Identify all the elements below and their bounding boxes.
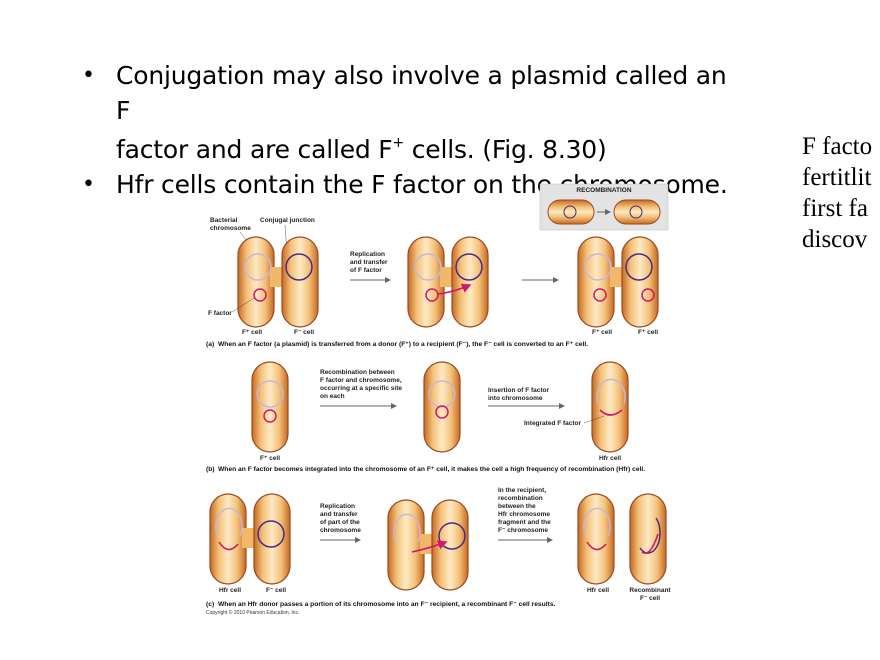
label-f-factor: F factor <box>208 310 232 317</box>
label-recipient-6: F⁻ chromosome <box>498 527 548 534</box>
recombination-inset: RECOMBINATION <box>539 183 669 231</box>
label-integrated-f-factor: Integrated F factor <box>524 420 582 427</box>
label-insertion-2: into chromosome <box>488 395 543 402</box>
label-recipient-3: between the <box>498 503 536 510</box>
label-replication-3: of F factor <box>350 267 382 274</box>
label-f-plus-cell: F⁺ cell <box>260 455 280 462</box>
label-recombination-3: occurring at a specific site <box>320 385 402 392</box>
label-replication-4: chromosome <box>320 527 361 534</box>
bullet-dot: • <box>82 63 95 88</box>
label-replication-2: and transfer <box>350 259 388 266</box>
label-recombinant-2: F⁻ cell <box>640 595 660 602</box>
cell-f-minus <box>281 236 319 328</box>
side-text-line: first fa <box>802 195 868 222</box>
label-f-minus-cell: F⁻ cell <box>294 329 314 336</box>
label-recipient-5: fragment and the <box>498 519 551 526</box>
label-conjugal-junction: Conjugal junction <box>260 217 315 224</box>
bullet-item-conjugation: • Conjugation may also involve a plasmid… <box>78 58 738 167</box>
label-hfr-cell: Hfr cell <box>587 587 609 594</box>
caption-letter-c: (c) <box>206 601 214 608</box>
caption-letter-a: (a) <box>206 341 214 348</box>
label-f-minus-cell: F⁻ cell <box>266 587 286 594</box>
label-recipient-4: Hfr chromosome <box>498 511 550 518</box>
side-text-line: fertitlit <box>802 164 872 191</box>
label-replication: Replication <box>320 503 355 510</box>
label-hfr-cell: Hfr cell <box>599 455 621 462</box>
copyright-text: Copyright © 2010 Pearson Education, Inc. <box>206 609 299 616</box>
caption-b: When an F factor becomes integrated into… <box>218 466 645 473</box>
label-recipient: In the recipient, <box>498 487 546 494</box>
label-recombination-4: on each <box>320 393 345 400</box>
label-bacterial-chromosome: Bacterial <box>210 217 238 224</box>
label-recombination: Recombination between <box>320 369 395 376</box>
label-replication: Replication <box>350 251 385 258</box>
bullet-text-line1: Conjugation may also involve a plasmid c… <box>116 61 727 125</box>
bullet-list: • Conjugation may also involve a plasmid… <box>78 58 738 202</box>
bullet-dot: • <box>82 172 95 198</box>
label-recombination-2: F factor and chromosome, <box>320 377 402 384</box>
caption-a: When an F factor (a plasmid) is transfer… <box>218 341 588 348</box>
label-recipient-2: recombination <box>498 495 543 502</box>
panel-b: F⁺ cell Recombination between F factor a… <box>206 361 645 473</box>
side-text-line: discov <box>802 226 868 253</box>
label-insertion: Insertion of F factor <box>488 387 550 394</box>
f-factor-plasmid <box>253 288 267 302</box>
label-replication-2: and transfer <box>320 511 358 518</box>
side-text: F facto fertitlit first fa discov <box>802 131 880 255</box>
superscript: + <box>392 135 405 151</box>
label-replication-3: of part of the <box>320 519 360 526</box>
panel-c: Hfr cell F⁻ cell Replication and transfe… <box>206 487 671 616</box>
label-bacterial-chromosome-2: chromosome <box>210 225 251 232</box>
recombination-label: RECOMBINATION <box>576 187 631 194</box>
label-f-plus-cell: F⁺ cell <box>638 329 658 336</box>
conjugation-figure: RECOMBINATION Bacterial chromosome Conju… <box>206 183 671 616</box>
panel-a: Bacterial chromosome Conjugal junction F… <box>206 217 659 348</box>
label-recombinant: Recombinant <box>629 587 671 594</box>
label-f-plus-cell: F⁺ cell <box>592 329 612 336</box>
caption-c: When an Hfr donor passes a portion of it… <box>218 601 556 608</box>
label-hfr-cell: Hfr cell <box>219 587 241 594</box>
label-f-plus-cell: F⁺ cell <box>242 329 262 336</box>
bullet-text-line2: factor and are called F+ cells. (Fig. 8.… <box>116 135 607 165</box>
side-text-line: F facto <box>802 133 873 160</box>
caption-letter-b: (b) <box>206 466 215 473</box>
cell-f-plus <box>237 236 275 328</box>
